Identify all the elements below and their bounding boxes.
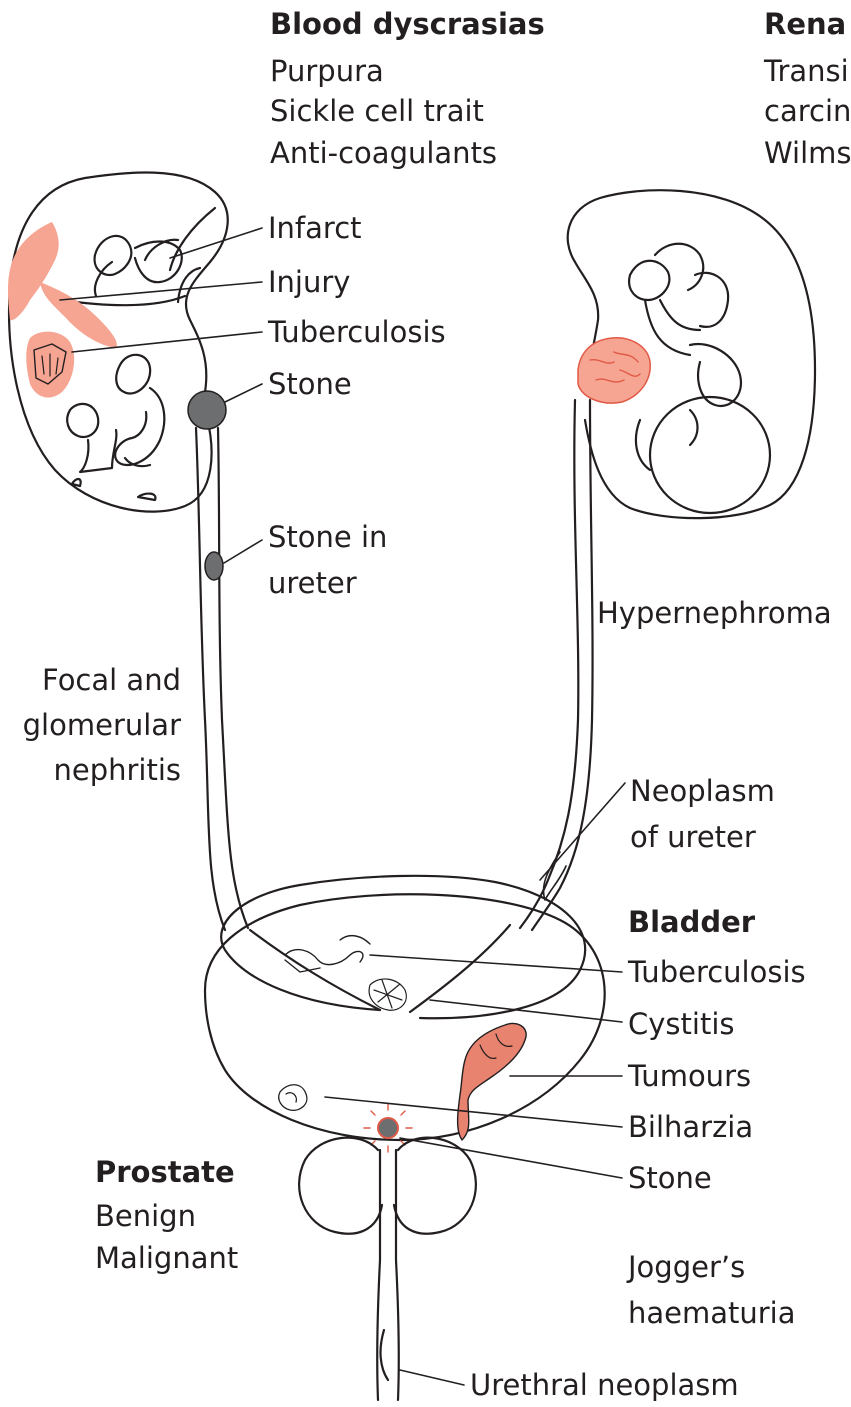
injury-label: Injury xyxy=(268,262,350,302)
ureter-stone xyxy=(205,552,223,580)
bladder-tuberculosis-label: Tuberculosis xyxy=(628,952,806,992)
prostate xyxy=(299,1138,476,1400)
right-ureter xyxy=(520,400,593,930)
ureter-neoplasm-label: Neoplasm of ureter xyxy=(630,768,775,860)
bladder-tuberculosis-lesion xyxy=(285,936,370,972)
infarct-lesion xyxy=(8,222,59,320)
bladder-heading: Bladder xyxy=(628,902,755,942)
purpura-label: Purpura xyxy=(270,51,384,91)
sickle-cell-label: Sickle cell trait xyxy=(270,91,484,131)
carcinoma-label: carcin xyxy=(764,91,851,131)
tumours-label: Tumours xyxy=(628,1056,751,1096)
benign-label: Benign xyxy=(95,1196,196,1236)
bilharzia-label: Bilharzia xyxy=(628,1107,753,1147)
left-ureter xyxy=(196,428,248,930)
blood-dyscrasias-heading: Blood dyscrasias xyxy=(270,4,545,44)
renal-heading: Rena xyxy=(764,4,846,44)
right-kidney xyxy=(568,190,815,518)
wilms-label: Wilms xyxy=(764,133,851,173)
infarct-label: Infarct xyxy=(268,208,362,248)
cystitis-lesion xyxy=(369,979,406,1010)
kidney-tuberculosis-label: Tuberculosis xyxy=(268,312,446,352)
prostate-heading: Prostate xyxy=(95,1152,235,1192)
left-kidney xyxy=(8,172,228,511)
anticoagulants-label: Anti-coagulants xyxy=(270,133,497,173)
ureter-stone-label: Stone in ureter xyxy=(268,514,387,606)
kidney-stone xyxy=(188,391,226,429)
malignant-label: Malignant xyxy=(95,1238,238,1278)
bladder-stone xyxy=(378,1118,398,1138)
nephritis-label: Focal and glomerular nephritis xyxy=(23,658,181,793)
cystitis-label: Cystitis xyxy=(628,1004,734,1044)
bladder-stone-label: Stone xyxy=(628,1158,712,1198)
hypernephroma-lesion xyxy=(578,338,650,403)
transitional-label: Transi xyxy=(764,51,849,91)
kidney-stone-label: Stone xyxy=(268,364,352,404)
urethral-neoplasm-label: Urethral neoplasm xyxy=(470,1365,739,1405)
bilharzia-lesion xyxy=(279,1085,307,1111)
joggers-haematuria-label: Jogger’s haematuria xyxy=(628,1244,796,1336)
hypernephroma-label: Hypernephroma xyxy=(597,593,832,633)
